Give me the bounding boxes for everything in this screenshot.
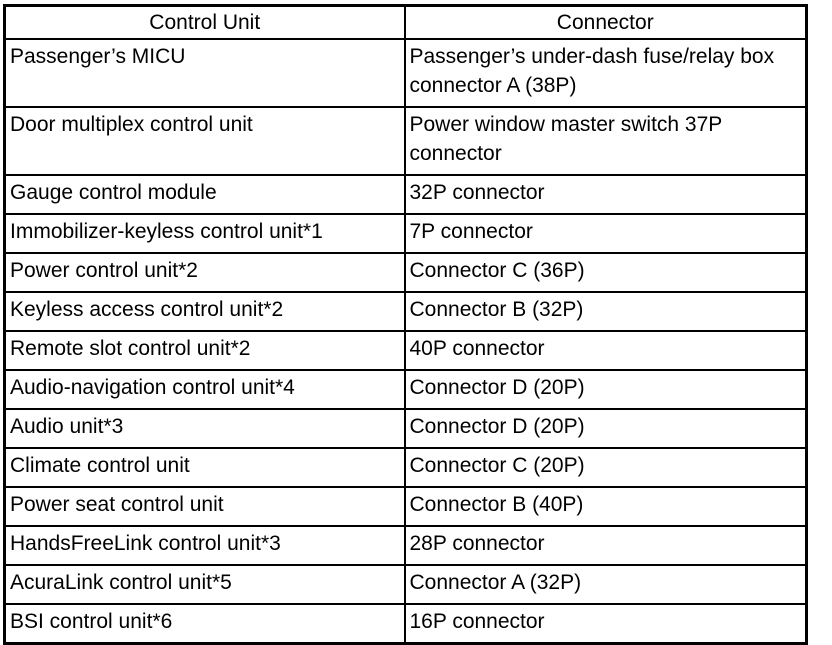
table-row: Audio unit*3 Connector D (20P) (3, 408, 808, 449)
table-row: Audio-navigation control unit*4 Connecto… (3, 369, 808, 410)
table-row: Remote slot control unit*2 40P connector (3, 330, 808, 371)
control-unit-cell: Audio unit*3 (3, 408, 406, 449)
table-row: Immobilizer-keyless control unit*1 7P co… (3, 213, 808, 254)
table-row: Power control unit*2 Connector C (36P) (3, 252, 808, 293)
control-unit-cell: Remote slot control unit*2 (3, 330, 406, 371)
table-row: Door multiplex control unit Power window… (3, 106, 808, 176)
connector-cell: Power window master switch 37P connector (403, 106, 808, 176)
connector-cell: Connector A (32P) (403, 564, 808, 605)
control-unit-cell: Door multiplex control unit (3, 106, 406, 176)
control-unit-cell: BSI control unit*6 (3, 603, 406, 645)
connector-cell: 7P connector (403, 213, 808, 254)
table-row: Climate control unit Connector C (20P) (3, 447, 808, 488)
table-row: HandsFreeLink control unit*3 28P connect… (3, 525, 808, 566)
control-unit-cell: Keyless access control unit*2 (3, 291, 406, 332)
control-unit-cell: Climate control unit (3, 447, 406, 488)
control-unit-cell: Power control unit*2 (3, 252, 406, 293)
control-unit-cell: Immobilizer-keyless control unit*1 (3, 213, 406, 254)
connector-cell: 16P connector (403, 603, 808, 645)
connector-cell: 28P connector (403, 525, 808, 566)
connector-cell: 40P connector (403, 330, 808, 371)
control-unit-cell: Power seat control unit (3, 486, 406, 527)
table-row: Passenger’s MICU Passenger’s under-dash … (3, 38, 808, 108)
table-row: Power seat control unit Connector B (40P… (3, 486, 808, 527)
control-unit-cell: AcuraLink control unit*5 (3, 564, 406, 605)
control-unit-connector-table: Control Unit Connector Passenger’s MICU … (3, 4, 808, 645)
table-row: AcuraLink control unit*5 Connector A (32… (3, 564, 808, 605)
connector-cell: Connector D (20P) (403, 369, 808, 410)
table-row: BSI control unit*6 16P connector (3, 603, 808, 645)
table-row: Keyless access control unit*2 Connector … (3, 291, 808, 332)
control-unit-cell: HandsFreeLink control unit*3 (3, 525, 406, 566)
connector-cell: Connector C (36P) (403, 252, 808, 293)
control-unit-cell: Passenger’s MICU (3, 38, 406, 108)
column-header-control-unit: Control Unit (3, 4, 406, 40)
control-unit-cell: Audio-navigation control unit*4 (3, 369, 406, 410)
connector-cell: Connector D (20P) (403, 408, 808, 449)
connector-cell: Connector B (40P) (403, 486, 808, 527)
table-header-row: Control Unit Connector (3, 4, 808, 40)
connector-cell: Passenger’s under-dash fuse/relay box co… (403, 38, 808, 108)
connector-cell: Connector B (32P) (403, 291, 808, 332)
table-row: Gauge control module 32P connector (3, 174, 808, 215)
connector-cell: 32P connector (403, 174, 808, 215)
connector-cell: Connector C (20P) (403, 447, 808, 488)
control-unit-cell: Gauge control module (3, 174, 406, 215)
column-header-connector: Connector (403, 4, 808, 40)
